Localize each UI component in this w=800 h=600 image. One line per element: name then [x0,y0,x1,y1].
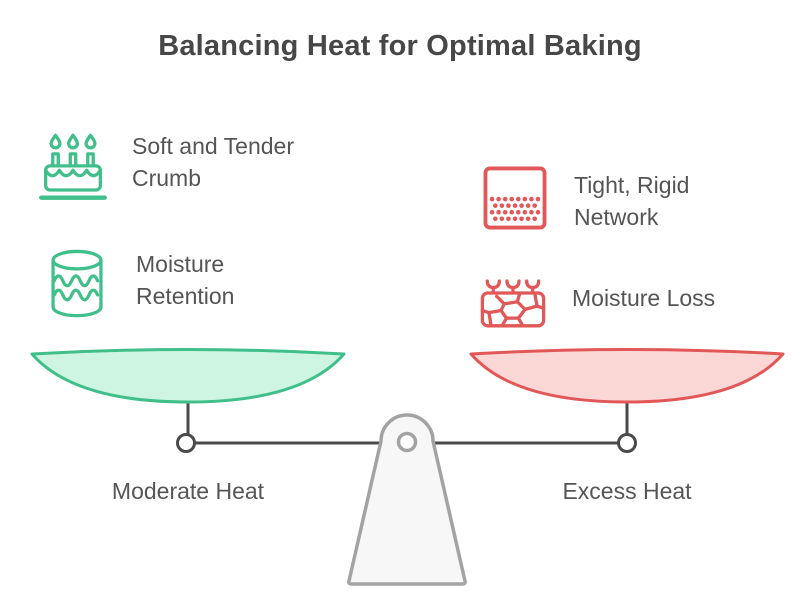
feature-label: Tight, Rigid Network [574,172,690,231]
feature-soft-tender-crumb: Soft and Tender Crumb [38,128,342,211]
cracked-earth-icon [478,270,548,333]
feature-label: Soft and Tender Crumb [132,133,294,192]
feature-label: Moisture Retention [136,251,235,310]
page-title: Balancing Heat for Optimal Baking [158,30,642,62]
dense-dot-network-icon [480,163,550,238]
feature-tight-rigid-network: Tight, Rigid Network [480,163,734,238]
feature-moisture-loss: Moisture Loss [478,270,792,333]
birthday-cake-icon [38,128,108,211]
left-beam-pivot [176,433,196,453]
left-pan [30,348,346,404]
fulcrum [347,413,467,586]
moderate-heat-label: Moderate Heat [111,478,265,504]
right-beam-pivot [617,433,637,453]
moisture-barrel-icon [42,246,112,325]
feature-label: Moisture Loss [572,285,716,311]
right-pan [469,348,785,404]
excess-heat-label: Excess Heat [562,478,692,504]
feature-moisture-retention: Moisture Retention [42,246,266,325]
fulcrum-pivot-hole [396,431,418,453]
